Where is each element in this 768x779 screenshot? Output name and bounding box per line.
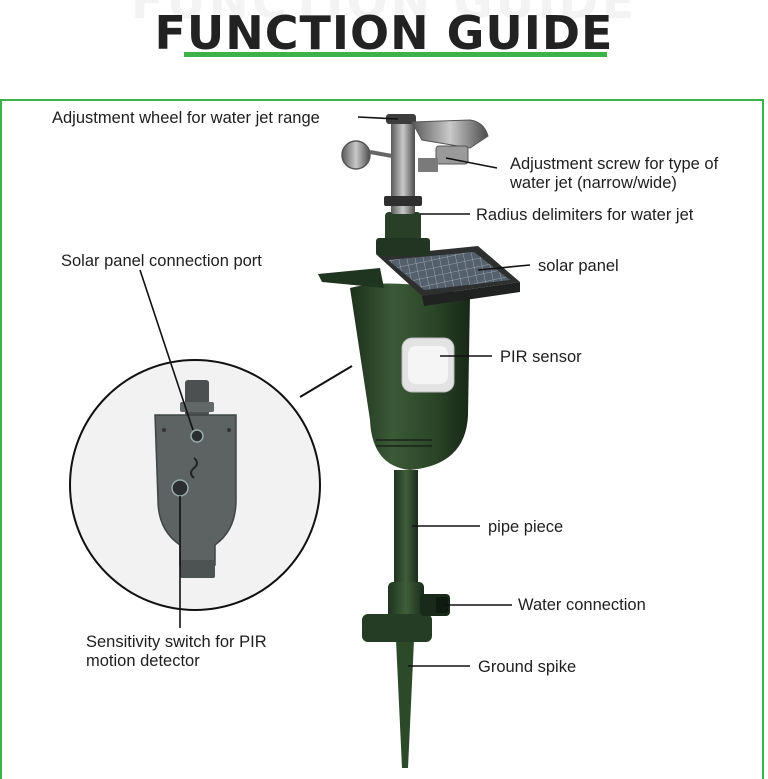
stake-assembly xyxy=(362,470,450,768)
ground-spike-shape xyxy=(396,640,414,768)
label-solar-panel: solar panel xyxy=(538,257,619,275)
inset-sensitivity-switch xyxy=(171,479,189,497)
label-adjustment-screw: Adjustment screw for type of water jet (… xyxy=(510,155,719,192)
page-title: FUNCTION GUIDE xyxy=(154,6,614,60)
inset-detail xyxy=(69,359,353,611)
water-connection-tee xyxy=(362,614,432,642)
adjustment-wheel xyxy=(386,114,416,124)
main-body xyxy=(318,268,470,470)
label-ground-spike: Ground spike xyxy=(478,658,577,676)
label-water-connection: Water connection xyxy=(518,596,646,614)
sprinkler-head xyxy=(341,114,489,256)
leader-lines xyxy=(139,116,531,667)
leader-solar-panel xyxy=(477,264,531,271)
ghost-title: FUNCTION GUIDE xyxy=(130,0,638,30)
solar-cells xyxy=(388,252,510,290)
leader-solar-port xyxy=(139,269,194,431)
label-adjustment-wheel: Adjustment wheel for water jet range xyxy=(52,109,320,127)
header: FUNCTION GUIDE FUNCTION GUIDE xyxy=(0,0,768,100)
leader-adjustment-screw xyxy=(445,157,498,169)
label-solar-port: Solar panel connection port xyxy=(61,252,262,270)
radius-delimiters xyxy=(384,196,422,206)
inset-control-box xyxy=(154,380,237,578)
label-pir-sensor: PIR sensor xyxy=(500,348,582,366)
leader-adjustment-wheel xyxy=(357,116,399,120)
solar-panel-shape xyxy=(378,246,520,306)
sprinkler-shaft xyxy=(391,118,415,214)
inset-connector-line xyxy=(299,365,353,398)
adjustment-screw xyxy=(435,145,469,165)
title-underline xyxy=(184,52,607,57)
label-sensitivity-switch: Sensitivity switch for PIR motion detect… xyxy=(86,633,267,670)
label-pipe-piece: pipe piece xyxy=(488,518,564,536)
label-radius-delimiters: Radius delimiters for water jet xyxy=(476,206,694,224)
inset-solar-port xyxy=(190,429,204,443)
diagram-frame xyxy=(0,99,764,779)
